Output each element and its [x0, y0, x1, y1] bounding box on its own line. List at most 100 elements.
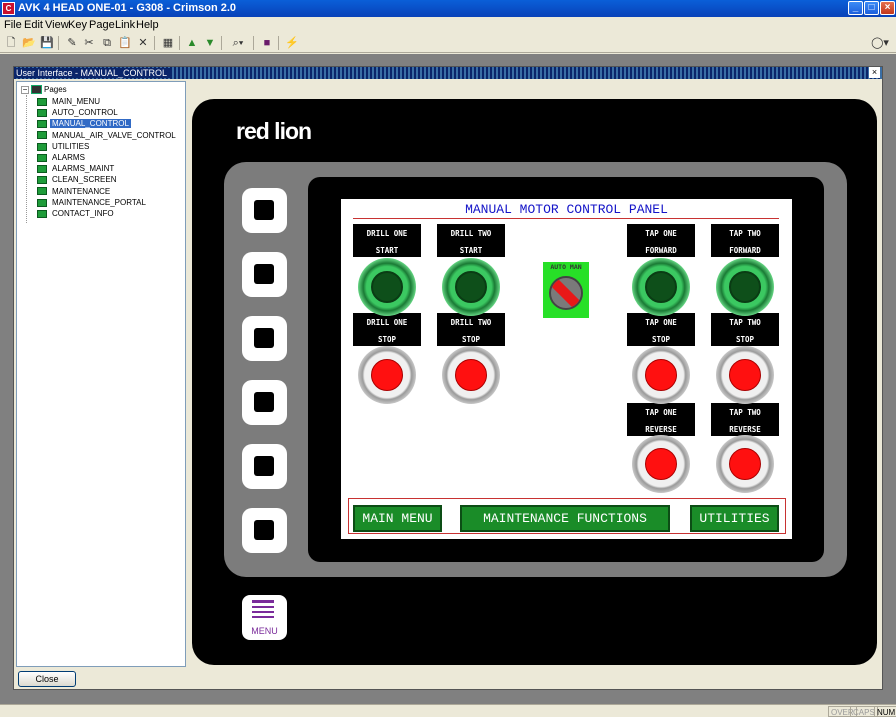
menu-file[interactable]: File [4, 19, 22, 31]
paste-icon[interactable]: 📋 [118, 37, 132, 49]
menu-help[interactable]: Help [136, 19, 159, 31]
label-line: TAP ONE [645, 408, 677, 417]
toolbar-separator [58, 36, 59, 50]
page-icon [37, 176, 47, 185]
page-icon [37, 165, 47, 174]
copy-icon[interactable]: ⧉ [103, 37, 111, 49]
maximize-icon[interactable]: □ [864, 1, 879, 15]
label-line: STOP [735, 335, 755, 344]
auto-man-selector[interactable]: AUTO MAN [543, 262, 589, 318]
menu-view[interactable]: View [45, 19, 69, 31]
status-bar: OVER CAPS NUM [0, 704, 896, 717]
tree-root[interactable]: −Pages [21, 84, 67, 95]
tap-two-reverse-button[interactable] [716, 435, 774, 493]
menu-edit[interactable]: Edit [24, 19, 43, 31]
properties-icon[interactable]: ▦ [162, 37, 174, 49]
label-line: DRILL ONE [366, 318, 408, 327]
label-line: TAP ONE [645, 229, 677, 238]
page-icon [37, 209, 47, 218]
tap-one-reverse-button[interactable] [632, 435, 690, 493]
drill-one-start-button[interactable] [358, 258, 416, 316]
label-tap-one-reverse: TAP ONE REVERSE [627, 403, 695, 436]
arrow-down-icon[interactable]: ▼ [204, 37, 216, 49]
tree-item-alarms-maint[interactable]: ALARMS_MAINT [37, 163, 116, 174]
softkey-2[interactable] [242, 252, 287, 297]
selector-knob[interactable] [549, 276, 583, 310]
collapse-icon[interactable]: − [21, 84, 29, 94]
main-menu-button[interactable]: MAIN MENU [353, 505, 442, 532]
tap-two-forward-button[interactable] [716, 258, 774, 316]
tree-item-label: CLEAN_SCREEN [52, 175, 117, 185]
tree-item-manual-air-valve-control[interactable]: MANUAL_AIR_VALVE_CONTROL [37, 130, 178, 141]
drill-two-start-button[interactable] [442, 258, 500, 316]
tree-item-utilities[interactable]: UTILITIES [37, 141, 91, 152]
tap-one-stop-button[interactable] [632, 346, 690, 404]
drill-one-stop-button[interactable] [358, 346, 416, 404]
menu-key[interactable]: MENU [242, 595, 287, 640]
tree-item-auto-control[interactable]: AUTO_CONTROL [37, 107, 120, 118]
label-line: REVERSE [645, 425, 677, 434]
softkey-1[interactable] [242, 188, 287, 233]
pencil-icon[interactable]: ✎ [67, 37, 77, 49]
brand-logo: red lion [236, 118, 312, 145]
close-icon[interactable]: × [880, 1, 895, 15]
cut-icon[interactable]: ✂ [84, 37, 94, 49]
label-line: STOP [461, 335, 481, 344]
toolbar-separator [221, 36, 222, 50]
pages-folder-icon [31, 85, 42, 95]
softkey-6[interactable] [242, 508, 287, 553]
delete-icon[interactable]: ✕ [138, 37, 148, 49]
arrow-up-icon[interactable]: ▲ [186, 37, 198, 49]
lightning-icon[interactable]: ⚡ [285, 37, 299, 49]
menu-link[interactable]: Link [115, 19, 136, 31]
child-close-icon[interactable]: × [869, 67, 880, 78]
toolbar: 🗋 📂 💾 ✎ ✂ ⧉ 📋 ✕ ▦ ▲ ▼ ⌕▾ ■ ⚡ ◯▾ [0, 33, 896, 53]
tree-item-contact-info[interactable]: CONTACT_INFO [37, 208, 116, 219]
label-line: TAP TWO [729, 318, 761, 327]
tree-item-clean-screen[interactable]: CLEAN_SCREEN [37, 174, 118, 185]
tree-item-label: MAINTENANCE_PORTAL [52, 197, 146, 207]
softkey-3[interactable] [242, 316, 287, 361]
save-icon[interactable]: 💾 [40, 37, 54, 49]
menu-page[interactable]: Page [89, 19, 115, 31]
tree-item-label: UTILITIES [52, 141, 90, 151]
tap-two-stop-button[interactable] [716, 346, 774, 404]
zoom-icon[interactable]: ⌕▾ [232, 37, 244, 49]
page-icon [37, 131, 47, 140]
tap-one-forward-button[interactable] [632, 258, 690, 316]
tree-item-maintenance-portal[interactable]: MAINTENANCE_PORTAL [37, 197, 148, 208]
label-line: START [375, 246, 399, 255]
minimize-icon[interactable]: _ [848, 1, 863, 15]
menu-key[interactable]: Key [68, 19, 87, 31]
screen-icon[interactable]: ■ [263, 37, 271, 49]
maintenance-functions-button[interactable]: MAINTENANCE FUNCTIONS [460, 505, 670, 532]
toolbar-separator [278, 36, 279, 50]
child-title-bar[interactable]: User Interface - MANUAL_CONTROL [14, 67, 882, 79]
child-window-title: User Interface - MANUAL_CONTROL [16, 68, 172, 78]
drill-two-stop-button[interactable] [442, 346, 500, 404]
label-line: STOP [377, 335, 397, 344]
softkey-4[interactable] [242, 380, 287, 425]
tree-item-label: CONTACT_INFO [52, 209, 114, 218]
chat-icon[interactable]: ◯▾ [871, 37, 889, 49]
open-folder-icon[interactable]: 📂 [22, 37, 36, 49]
new-file-icon[interactable]: 🗋 [6, 37, 16, 49]
page-icon [37, 142, 47, 151]
tree-item-main-menu[interactable]: MAIN_MENU [37, 96, 102, 107]
tree-item-label: AUTO_CONTROL [52, 108, 118, 118]
tree-item-manual-control[interactable]: MANUAL_CONTROL [37, 118, 131, 129]
label-drill-one-stop: DRILL ONE STOP [353, 313, 421, 346]
label-line: FORWARD [729, 246, 761, 255]
tree-item-maintenance[interactable]: MAINTENANCE [37, 186, 112, 197]
softkey-5[interactable] [242, 444, 287, 489]
label-line: REVERSE [729, 425, 761, 434]
utilities-button[interactable]: UTILITIES [690, 505, 779, 532]
tree-item-alarms[interactable]: ALARMS [37, 152, 87, 163]
close-button[interactable]: Close [18, 671, 76, 687]
title-bar[interactable]: C AVK 4 HEAD ONE-01 - G308 - Crimson 2.0… [0, 0, 896, 17]
